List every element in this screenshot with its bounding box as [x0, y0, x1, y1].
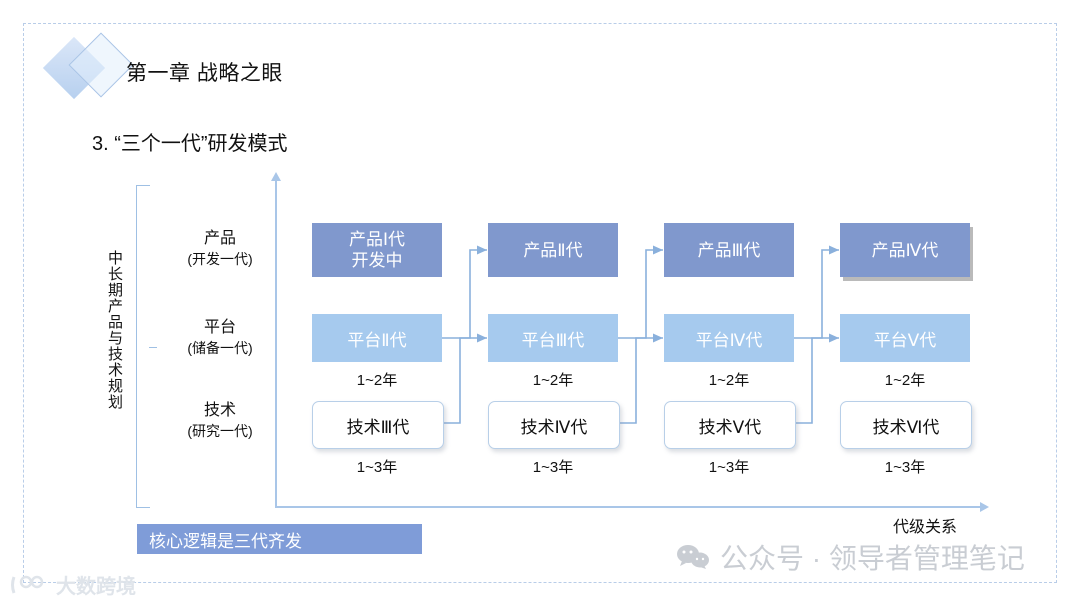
box-platform-col1-label: 平台Ⅱ代	[347, 330, 407, 350]
row-label-product-sub: (开发一代)	[187, 251, 253, 267]
duration-tech-col1: 1~3年	[356, 459, 398, 476]
box-platform-col4-label: 平台Ⅴ代	[873, 330, 937, 350]
y-axis-label: 中长期产品与技术规划	[106, 250, 123, 410]
box-tech-col3-label: 技术Ⅴ代	[698, 417, 762, 437]
grouping-bracket	[136, 185, 157, 508]
dashu-logo-icon	[11, 575, 44, 594]
row-label-tech-name: 技术	[203, 402, 236, 419]
row-label-tech-sub: (研究一代)	[187, 423, 253, 439]
box-platform-col2-label: 平台Ⅲ代	[521, 330, 585, 350]
duration-tech-col2: 1~3年	[532, 459, 574, 476]
key-logic-banner-label: 核心逻辑是三代齐发	[149, 531, 302, 551]
box-product-col4[interactable]: 产品Ⅳ代	[840, 223, 970, 277]
box-tech-col2-label: 技术Ⅳ代	[520, 417, 588, 437]
box-platform-col2[interactable]: 平台Ⅲ代	[488, 314, 618, 362]
chapter-title: 第一章 战略之眼	[126, 62, 283, 85]
row-label-platform: 平台 (储备一代)	[160, 317, 280, 359]
duration-platform-col3: 1~2年	[708, 372, 750, 389]
duration-tech-col3: 1~3年	[708, 459, 750, 476]
box-product-col3[interactable]: 产品Ⅲ代	[664, 223, 794, 277]
duration-tech-col4: 1~3年	[884, 459, 926, 476]
box-tech-col4-label: 技术Ⅵ代	[872, 417, 940, 437]
slide-dashed-frame	[23, 23, 1057, 583]
row-label-product: 产品 (开发一代)	[160, 228, 280, 270]
box-product-col4-label: 产品Ⅳ代	[871, 240, 939, 260]
bottom-watermark: 大数跨境	[10, 570, 136, 599]
duration-platform-col2: 1~2年	[532, 372, 574, 389]
box-product-col1-label: 产品Ⅰ代 开发中	[348, 230, 405, 270]
row-label-product-name: 产品	[203, 230, 236, 247]
box-tech-col1[interactable]: 技术Ⅲ代	[312, 401, 444, 449]
section-title: 3. “三个一代”研发模式	[92, 133, 288, 155]
box-tech-col4[interactable]: 技术Ⅵ代	[840, 401, 972, 449]
box-product-col2-label: 产品Ⅱ代	[523, 240, 583, 260]
wechat-watermark-label: 公众号 · 领导者管理笔记	[720, 543, 1025, 574]
row-label-platform-sub: (储备一代)	[187, 340, 253, 356]
wechat-icon	[677, 545, 709, 569]
y-axis-arrow	[271, 172, 280, 508]
box-platform-col1[interactable]: 平台Ⅱ代	[312, 314, 442, 362]
box-tech-col1-label: 技术Ⅲ代	[346, 417, 410, 437]
box-platform-col3[interactable]: 平台Ⅳ代	[664, 314, 794, 362]
row-label-platform-name: 平台	[203, 319, 236, 336]
duration-platform-col1: 1~2年	[356, 372, 398, 389]
box-product-col3-label: 产品Ⅲ代	[697, 240, 761, 260]
box-tech-col2[interactable]: 技术Ⅳ代	[488, 401, 620, 449]
box-platform-col3-label: 平台Ⅳ代	[695, 330, 763, 350]
box-platform-col4[interactable]: 平台Ⅴ代	[840, 314, 970, 362]
box-product-col2[interactable]: 产品Ⅱ代	[488, 223, 618, 277]
bottom-watermark-label: 大数跨境	[56, 576, 136, 598]
key-logic-banner: 核心逻辑是三代齐发	[137, 524, 422, 554]
box-product-col1[interactable]: 产品Ⅰ代 开发中	[312, 223, 442, 277]
x-axis-label: 代级关系	[893, 519, 958, 536]
wechat-watermark: 公众号 · 领导者管理笔记	[676, 537, 1025, 577]
duration-platform-col4: 1~2年	[884, 372, 926, 389]
row-label-tech: 技术 (研究一代)	[160, 400, 280, 442]
x-axis-arrow	[275, 502, 989, 511]
box-tech-col3[interactable]: 技术Ⅴ代	[664, 401, 796, 449]
